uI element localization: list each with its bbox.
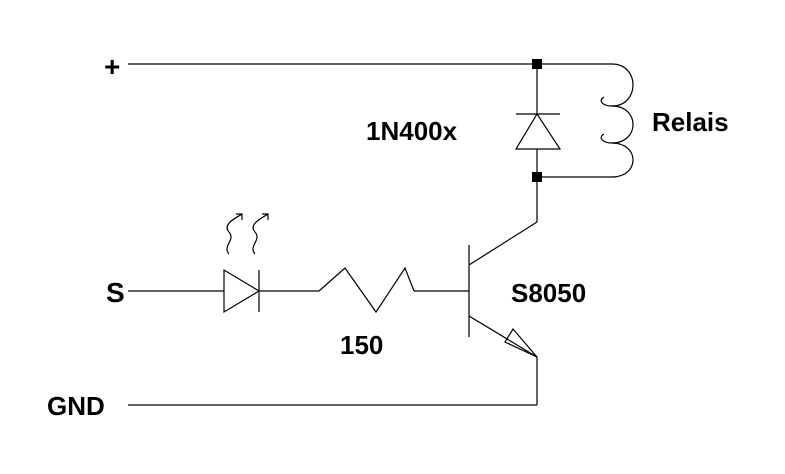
transistor-label: S8050 bbox=[511, 278, 586, 308]
diode-icon bbox=[514, 69, 562, 172]
resistor-label: 150 bbox=[340, 330, 383, 360]
led-icon bbox=[223, 213, 269, 314]
plus-terminal-label: + bbox=[104, 51, 120, 82]
junction-top bbox=[532, 59, 542, 69]
diode-label: 1N400x bbox=[366, 116, 458, 146]
relay-coil-icon bbox=[600, 63, 634, 178]
relay-label: Relais bbox=[652, 107, 729, 137]
s-terminal-label: S bbox=[106, 277, 125, 308]
resistor-icon bbox=[318, 266, 415, 314]
gnd-terminal-label: GND bbox=[47, 391, 105, 421]
